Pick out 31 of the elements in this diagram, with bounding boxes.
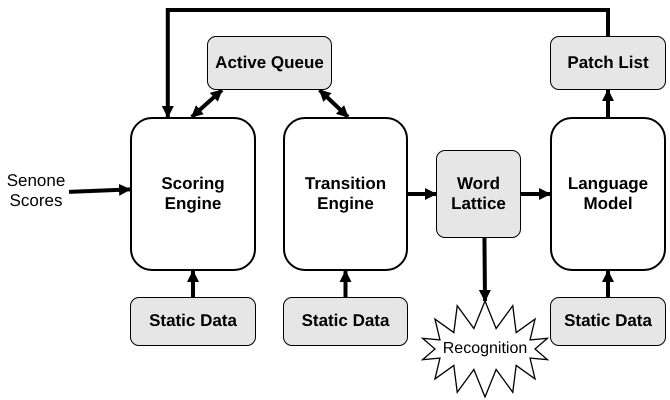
box-label: Word Lattice — [450, 174, 507, 214]
process-box — [550, 36, 666, 90]
box-label: Static Data — [149, 311, 237, 332]
arrow — [478, 238, 491, 302]
box-label: Senone Scores — [6, 170, 66, 212]
box-label: Recognition — [442, 339, 528, 359]
arrow — [162, 8, 610, 118]
arrow — [187, 270, 199, 297]
arrow — [318, 88, 350, 118]
process-box — [436, 150, 521, 238]
process-box — [550, 117, 666, 271]
box-label: Language Model — [566, 174, 650, 214]
arrow — [602, 270, 614, 297]
arrow — [340, 270, 352, 297]
process-box — [283, 117, 408, 271]
arrow — [521, 188, 551, 200]
box-label: Scoring Engine — [160, 174, 226, 214]
process-box — [207, 36, 332, 90]
box-label: Active Queue — [215, 52, 324, 74]
box-label: Static Data — [302, 311, 390, 332]
box-label: Patch List — [567, 52, 649, 74]
process-box — [550, 297, 666, 346]
arrow — [190, 88, 224, 118]
process-box — [130, 117, 256, 271]
arrow — [602, 89, 614, 117]
process-box — [283, 297, 408, 346]
arrow — [68, 184, 131, 196]
box-label: Transition Engine — [304, 174, 388, 214]
process-box — [130, 297, 256, 346]
arrow — [408, 188, 437, 200]
box-label: Static Data — [564, 311, 652, 332]
